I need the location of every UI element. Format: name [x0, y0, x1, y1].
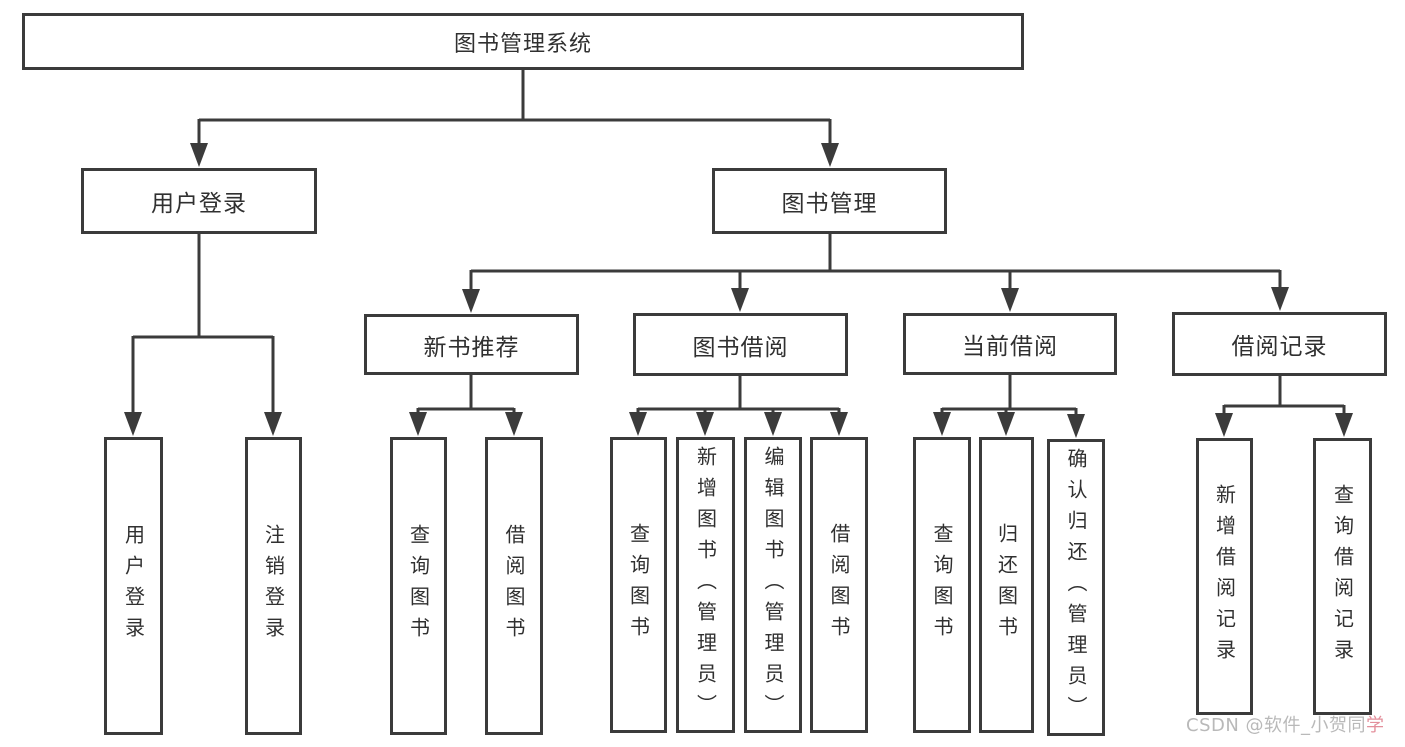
- leaf-newbook-query: 查询图书: [390, 437, 447, 735]
- leaf-borrow-query: 查询图书: [610, 437, 667, 733]
- leaf-record-add: 新增借阅记录: [1196, 438, 1253, 715]
- csdn-watermark-tail: 学: [1366, 715, 1385, 736]
- node-current-borrow: 当前借阅: [903, 313, 1117, 375]
- node-book-management: 图书管理: [712, 168, 947, 234]
- node-root: 图书管理系统: [22, 13, 1024, 70]
- leaf-borrow-edit-admin: 编辑图书（管理员）: [744, 437, 802, 733]
- leaf-borrow-book: 借阅图书: [810, 437, 868, 733]
- leaf-record-query: 查询借阅记录: [1313, 438, 1372, 715]
- leaf-current-return: 归还图书: [979, 437, 1034, 733]
- node-user-login: 用户登录: [81, 168, 317, 234]
- leaf-user-login: 用户登录: [104, 437, 163, 735]
- leaf-current-query: 查询图书: [913, 437, 971, 733]
- leaf-newbook-borrow: 借阅图书: [485, 437, 543, 735]
- leaf-logout: 注销登录: [245, 437, 302, 735]
- node-book-borrow: 图书借阅: [633, 313, 848, 376]
- arrowheads: [124, 143, 1353, 438]
- csdn-watermark: CSDN @软件_小贺同学: [1186, 711, 1385, 737]
- leaf-borrow-add-admin: 新增图书（管理员）: [676, 437, 735, 733]
- node-new-book-recommend: 新书推荐: [364, 314, 579, 375]
- leaf-current-confirm-admin: 确认归还（管理员）: [1047, 439, 1105, 736]
- csdn-watermark-text: CSDN @软件_小贺同: [1186, 715, 1367, 736]
- node-borrow-record: 借阅记录: [1172, 312, 1387, 376]
